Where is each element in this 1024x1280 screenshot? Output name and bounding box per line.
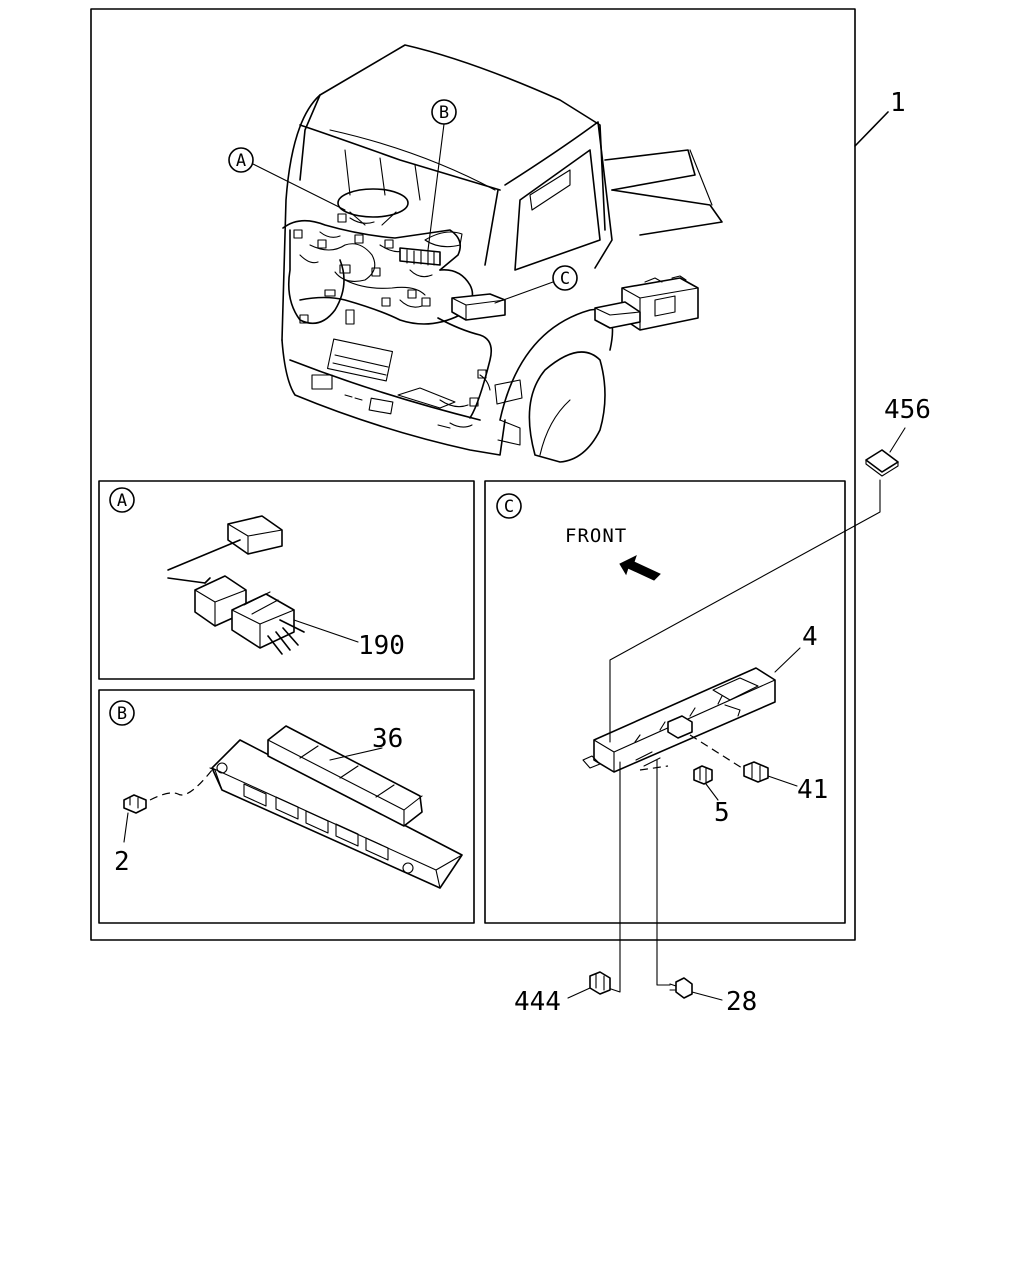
fuse-box-assembly [123, 725, 463, 889]
svg-text:C: C [504, 497, 514, 517]
svg-text:C: C [560, 269, 570, 289]
detail-marker-b: B [427, 99, 457, 251]
callout-36: 36 [372, 724, 403, 754]
detail-a-panel [98, 480, 475, 680]
detail-b-panel [98, 689, 475, 924]
callout-190: 190 [358, 631, 405, 661]
detail-marker-a: A [228, 147, 346, 211]
callout-4: 4 [802, 622, 818, 652]
front-arrow-icon [619, 555, 661, 581]
relay-bracket-assembly [582, 479, 881, 993]
callout-1: 1 [890, 88, 906, 118]
callout-5: 5 [714, 798, 730, 828]
svg-text:B: B [439, 103, 449, 123]
front-direction-label: FRONT [565, 525, 627, 547]
detail-c-marker: C [496, 493, 522, 519]
part-28-screw [669, 977, 723, 1001]
svg-text:A: A [117, 491, 127, 511]
callout-28: 28 [726, 987, 757, 1017]
part-444-clip [567, 971, 611, 999]
svg-text:A: A [236, 151, 246, 171]
callout-456: 456 [884, 395, 931, 425]
connector-assembly-190 [167, 515, 359, 655]
callout-41: 41 [797, 775, 828, 805]
detail-a-marker: A [109, 487, 135, 513]
detail-c-panel [484, 480, 846, 924]
detail-marker-c: C [494, 265, 578, 304]
leader-line-1 [854, 111, 889, 147]
callout-444: 444 [514, 987, 561, 1017]
detail-b-marker: B [109, 700, 135, 726]
assembly-frame [90, 8, 856, 941]
part-456-label-pad [865, 427, 906, 477]
truck-cab-illustration [281, 44, 723, 463]
svg-text:B: B [117, 704, 127, 724]
callout-2: 2 [114, 847, 130, 877]
